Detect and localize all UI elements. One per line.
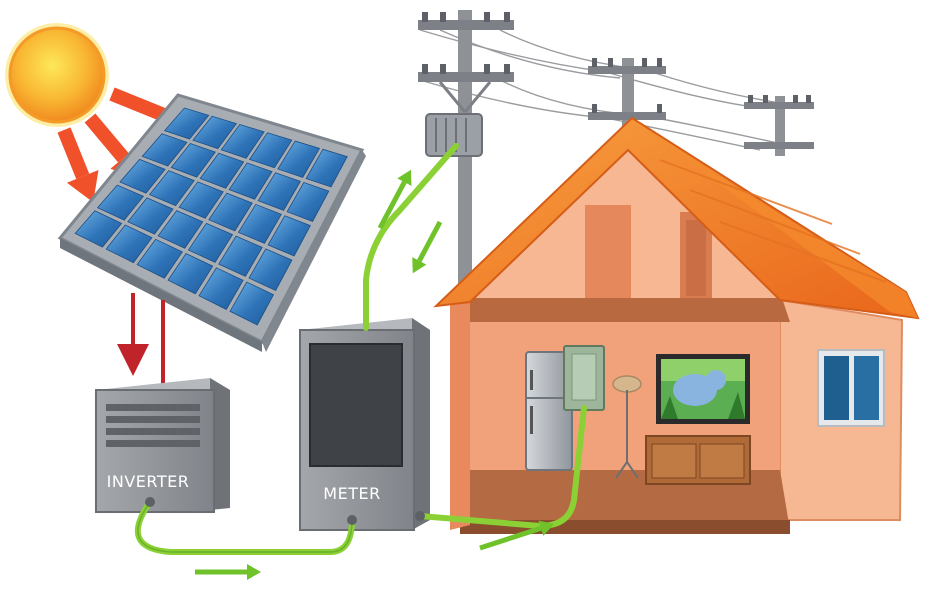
flow-arrow-up	[377, 169, 412, 230]
cable-meter-to-pole	[363, 143, 459, 331]
solar-cell	[248, 248, 293, 292]
solar-cell	[277, 140, 321, 178]
flow-arrow-bottom	[195, 564, 261, 580]
solar-cell	[208, 192, 253, 232]
breaker-box-icon	[563, 345, 605, 411]
solar-cell	[96, 184, 145, 221]
house-window	[817, 349, 885, 427]
dc-wires	[117, 293, 165, 385]
solar-cell	[119, 158, 166, 194]
inverter-label: INVERTER	[107, 472, 190, 491]
floor-lamp-icon	[612, 375, 642, 479]
solar-cell	[141, 133, 188, 167]
meter-label: METER	[323, 484, 380, 503]
solar-cell	[148, 170, 195, 207]
solar-cell	[228, 162, 273, 200]
solar-cell	[163, 107, 210, 140]
solar-cell	[136, 238, 183, 279]
flow-arrow-down	[412, 220, 443, 274]
solar-cell	[127, 197, 174, 235]
solar-cell	[192, 115, 238, 150]
utility-pole-icon	[418, 10, 814, 355]
flow-arrow-house	[479, 520, 555, 551]
solar-cell	[218, 235, 263, 277]
solar-cell	[220, 124, 265, 159]
solar-cell	[157, 210, 204, 249]
meter-port-side	[415, 511, 425, 521]
flow-arrows	[195, 169, 555, 580]
solar-cell	[257, 172, 302, 211]
solar-cell	[74, 210, 123, 248]
solar-cell	[305, 148, 348, 188]
solar-cell	[229, 281, 275, 326]
solar-cell	[267, 215, 311, 257]
solar-cell	[286, 182, 330, 222]
television-icon	[656, 354, 750, 424]
inverter-box: INVERTER	[95, 378, 230, 513]
sun-icon	[5, 23, 109, 127]
meter-box: METER	[299, 318, 430, 531]
solar-cell	[199, 152, 245, 189]
solar-cell	[237, 203, 282, 244]
solar-cell	[167, 253, 214, 295]
inverter-port	[145, 497, 155, 507]
meter-port-bottom	[347, 515, 357, 525]
solar-cell	[178, 181, 224, 219]
solar-cell	[248, 132, 293, 169]
sunray-arrow-bottom	[57, 127, 99, 203]
solar-panel-cells	[74, 107, 348, 326]
solar-panel-icon	[57, 93, 366, 352]
solar-cell	[198, 267, 244, 310]
solar-cell	[105, 224, 153, 264]
tv-cabinet	[645, 435, 751, 485]
solar-cell	[187, 222, 234, 263]
solar-cell	[170, 143, 216, 178]
